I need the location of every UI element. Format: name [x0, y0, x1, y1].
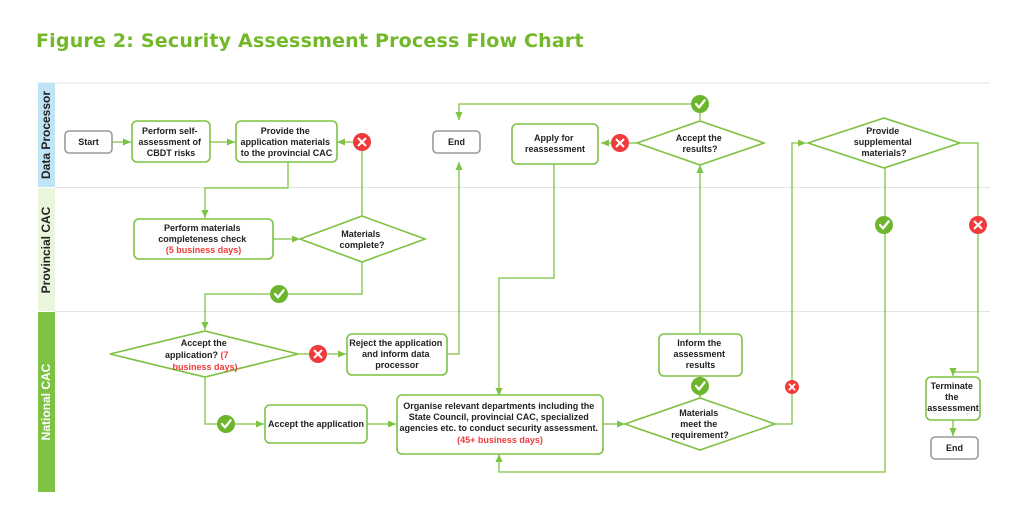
materials-complete-decision: Materials complete? — [297, 215, 428, 263]
self-assessment-box: Perform self- assessment of CBDT risks — [131, 120, 211, 163]
inform-results-box: Inform the assessment results — [658, 333, 743, 377]
start-node: Start — [64, 130, 113, 154]
svg-text:Accept the application?: Accept the application? (7 business days… — [165, 338, 238, 372]
end-node-bottom: End — [930, 436, 979, 460]
terminate-assessment-box: Terminate the assessment — [925, 376, 981, 421]
lane-label-provincial-cac: Provincial CAC — [39, 206, 53, 293]
svg-text:Organise relevant departments: Organise relevant departments including … — [399, 401, 600, 445]
check-icon — [689, 93, 711, 115]
svg-text:Materials complete?: Materials complete? — [339, 229, 384, 250]
edge-accept-q-to-accept — [204, 378, 264, 428]
cross-icon — [351, 131, 373, 153]
lane-national-cac — [38, 312, 55, 492]
svg-text:Apply for reassessment: Apply for reassessment — [525, 133, 585, 154]
apply-reassessment-box: Apply for reassessment — [511, 123, 599, 165]
svg-text:Terminate the asse: Terminate the assessment — [927, 381, 979, 413]
svg-text:Accept the application: Accept the application — [268, 419, 364, 429]
provide-materials-box: Provide the application materials to the… — [235, 120, 338, 163]
edge-not-meet-to-supplemental — [775, 139, 806, 425]
lane-data-processor — [38, 83, 55, 187]
figure-title: Figure 2: Security Assessment Process Fl… — [36, 30, 584, 52]
svg-text:End: End — [946, 443, 963, 453]
meet-requirement-decision: Materials meet the requirement? — [622, 397, 778, 451]
cross-icon — [609, 132, 631, 154]
svg-text:Start: Start — [78, 137, 99, 147]
reject-application-box: Reject the application and inform data p… — [346, 333, 448, 376]
completeness-check-box: Perform materials completeness check (5 … — [133, 218, 274, 260]
supplemental-materials-decision: Provide supplemental materials? — [805, 117, 963, 169]
accept-results-decision: Accept the results? — [634, 120, 767, 166]
edge-supplemental-yes-to-organise — [495, 166, 886, 473]
lane-label-national-cac: National CAC — [39, 363, 53, 440]
edge-accept-results-to-end — [455, 103, 701, 120]
lane-provincial-cac — [38, 188, 55, 311]
cross-icon — [784, 379, 800, 395]
edge-provide-to-check — [201, 162, 289, 218]
svg-text:End: End — [448, 137, 465, 147]
svg-text:Provide supplemental: Provide supplemental materials? — [854, 126, 915, 158]
cross-icon — [967, 214, 989, 236]
cross-icon — [307, 343, 329, 365]
edge-incomplete-to-provide — [337, 138, 363, 216]
svg-text:Inform the assessment: Inform the assessment results — [673, 338, 727, 370]
end-node-top: End — [432, 130, 481, 154]
svg-text:Materials meet the: Materials meet the requirement? — [671, 408, 729, 440]
svg-text:Perform self- assessment: Perform self- assessment of CBDT risks — [138, 126, 203, 158]
edge-reassess-to-organise — [495, 164, 555, 396]
accept-application-box: Accept the application — [264, 404, 368, 444]
organise-assessment-box: Organise relevant departments including … — [396, 394, 604, 455]
edge-supplemental-no-to-terminate — [949, 142, 979, 376]
svg-text:Provide the application: Provide the application materials to the… — [240, 126, 332, 158]
check-icon — [268, 283, 290, 305]
lane-label-data-processor: Data Processor — [39, 91, 53, 179]
svg-text:Accept the results?: Accept the results? — [676, 133, 725, 154]
check-icon — [689, 375, 711, 397]
accept-application-decision: Accept the application? (7 business days… — [109, 330, 299, 378]
svg-text:Perform materials comple: Perform materials completeness check (5 … — [158, 223, 249, 255]
check-icon — [873, 214, 895, 236]
edge-reject-to-end — [447, 162, 463, 355]
svg-text:Reject the application a: Reject the application and inform data p… — [349, 338, 445, 370]
check-icon — [215, 413, 237, 435]
